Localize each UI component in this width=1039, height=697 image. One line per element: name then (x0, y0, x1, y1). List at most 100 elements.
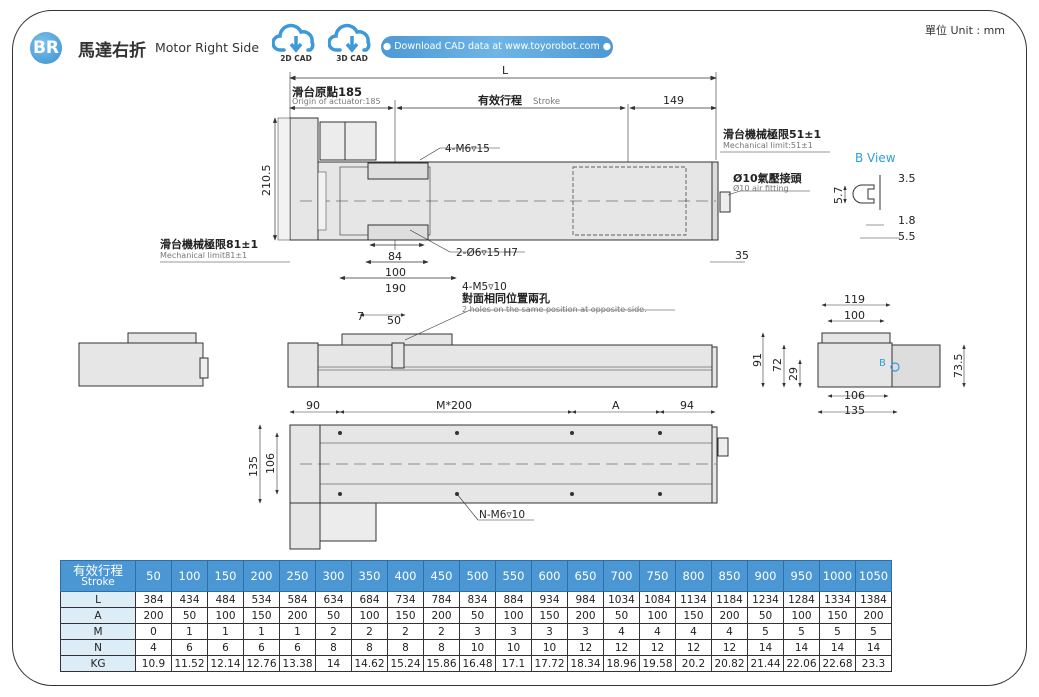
side-view-labels: 4-M5▿10 對面相同位置兩孔 2 holes on the same pos… (357, 281, 647, 327)
table-cell: 6 (171, 639, 208, 656)
download-cad-link[interactable]: ● Download CAD data at www.toyorobot.com… (381, 36, 613, 58)
dim-L: L (502, 64, 509, 77)
table-cell: 4 (603, 623, 640, 640)
side-view (287, 309, 718, 388)
end-dim-29: 29 (787, 367, 800, 381)
top-view-labels: L 滑台原點185 Origin of actuator:185 有效行程 St… (160, 64, 821, 295)
table-cell: 8 (351, 639, 388, 656)
cloud-download-icon (328, 23, 371, 53)
table-cell: 13.38 (279, 655, 316, 672)
cad-2d-button[interactable]: 2D CAD (270, 22, 322, 70)
table-cell: 1084 (639, 591, 676, 608)
stroke-cn: 有效行程 (478, 93, 522, 107)
end-dim-135: 135 (844, 404, 865, 417)
table-cell: 8 (423, 639, 460, 656)
b-dim-1-8: 1.8 (898, 214, 916, 227)
mech-limit-right-cn: 滑台機械極限51±1 (723, 127, 821, 141)
section-badge: BR (30, 32, 62, 64)
table-cell: 1 (279, 623, 316, 640)
end-dim-106: 106 (844, 389, 865, 402)
stroke-col-header: 400 (387, 560, 424, 592)
mech-limit-left-cn: 滑台機械極限81±1 (160, 237, 258, 251)
table-cell: 6 (243, 639, 280, 656)
table-cell: 15.24 (387, 655, 424, 672)
table-cell: 200 (711, 607, 748, 624)
cad-3d-button[interactable]: 3D CAD (326, 22, 378, 70)
end-dim-100: 100 (844, 309, 865, 322)
table-cell: 16.48 (459, 655, 496, 672)
stroke-col-header: 700 (603, 560, 640, 592)
table-cell: 2 (387, 623, 424, 640)
dim-35: 35 (735, 249, 749, 262)
stroke-col-header: 450 (423, 560, 460, 592)
table-cell: 14 (855, 639, 892, 656)
table-cell: 634 (315, 591, 352, 608)
b-dim-5-7: 5.7 (832, 187, 845, 205)
table-cell: 384 (135, 591, 172, 608)
table-cell: 4 (639, 623, 676, 640)
stroke-col-header: 950 (783, 560, 820, 592)
table-cell: 12 (675, 639, 712, 656)
title-en: Motor Right Side (155, 40, 260, 55)
stroke-col-header: 350 (351, 560, 388, 592)
table-cell: 5 (783, 623, 820, 640)
table-cell: 14 (315, 655, 352, 672)
stroke-col-header: 150 (207, 560, 244, 592)
table-cell: 484 (207, 591, 244, 608)
b-view (843, 175, 900, 239)
table-cell: 1234 (747, 591, 784, 608)
table-cell: 50 (747, 607, 784, 624)
table-cell: 984 (567, 591, 604, 608)
table-cell: 15.86 (423, 655, 460, 672)
hole-m5-cn: 對面相同位置兩孔 (462, 291, 550, 305)
table-cell: 1334 (819, 591, 856, 608)
table-cell: 3 (567, 623, 604, 640)
table-cell: 3 (531, 623, 568, 640)
table-cell: 6 (279, 639, 316, 656)
table-cell: 100 (207, 607, 244, 624)
bottom-view-labels: 90 M*200 A 94 135 106 N-M6▿10 (247, 399, 694, 521)
table-cell: 14 (819, 639, 856, 656)
mech-limit-left-en: Mechanical limit81±1 (160, 251, 247, 260)
table-cell: 200 (135, 607, 172, 624)
air-fitting-en: Ø10 air fitting (733, 183, 789, 193)
table-cell: 100 (783, 607, 820, 624)
bottom-dim-m200: M*200 (436, 399, 472, 412)
table-cell: 14 (783, 639, 820, 656)
stroke-col-header: 550 (495, 560, 532, 592)
cloud-download-icon (272, 23, 315, 53)
table-cell: 3 (495, 623, 532, 640)
table-cell: 200 (279, 607, 316, 624)
end-view-labels: 119 100 106 135 91 72 29 73.5 B (751, 293, 965, 417)
stroke-col-header: 300 (315, 560, 352, 592)
table-cell: 18.96 (603, 655, 640, 672)
table-cell: 884 (495, 591, 532, 608)
page-frame (12, 10, 1027, 686)
origin-en: Origin of actuator:185 (292, 97, 381, 106)
table-cell: 17.1 (495, 655, 532, 672)
mech-limit-right-en: Mechanical limit:51±1 (723, 141, 813, 150)
row-label: N (60, 639, 136, 656)
table-cell: 10 (495, 639, 532, 656)
table-cell: 11.52 (171, 655, 208, 672)
table-cell: 5 (855, 623, 892, 640)
table-cell: 1 (207, 623, 244, 640)
table-cell: 12 (711, 639, 748, 656)
bottom-view (258, 410, 729, 550)
table-cell: 8 (387, 639, 424, 656)
bullet-icon: ● (382, 41, 395, 52)
bottom-dim-90: 90 (306, 399, 320, 412)
stroke-col-header: 800 (675, 560, 712, 592)
table-cell: 2 (423, 623, 460, 640)
end-view (761, 303, 966, 414)
table-cell: 150 (387, 607, 424, 624)
table-cell: 6 (207, 639, 244, 656)
dim-100: 100 (385, 266, 406, 279)
table-cell: 200 (855, 607, 892, 624)
table-cell: 20.82 (711, 655, 748, 672)
